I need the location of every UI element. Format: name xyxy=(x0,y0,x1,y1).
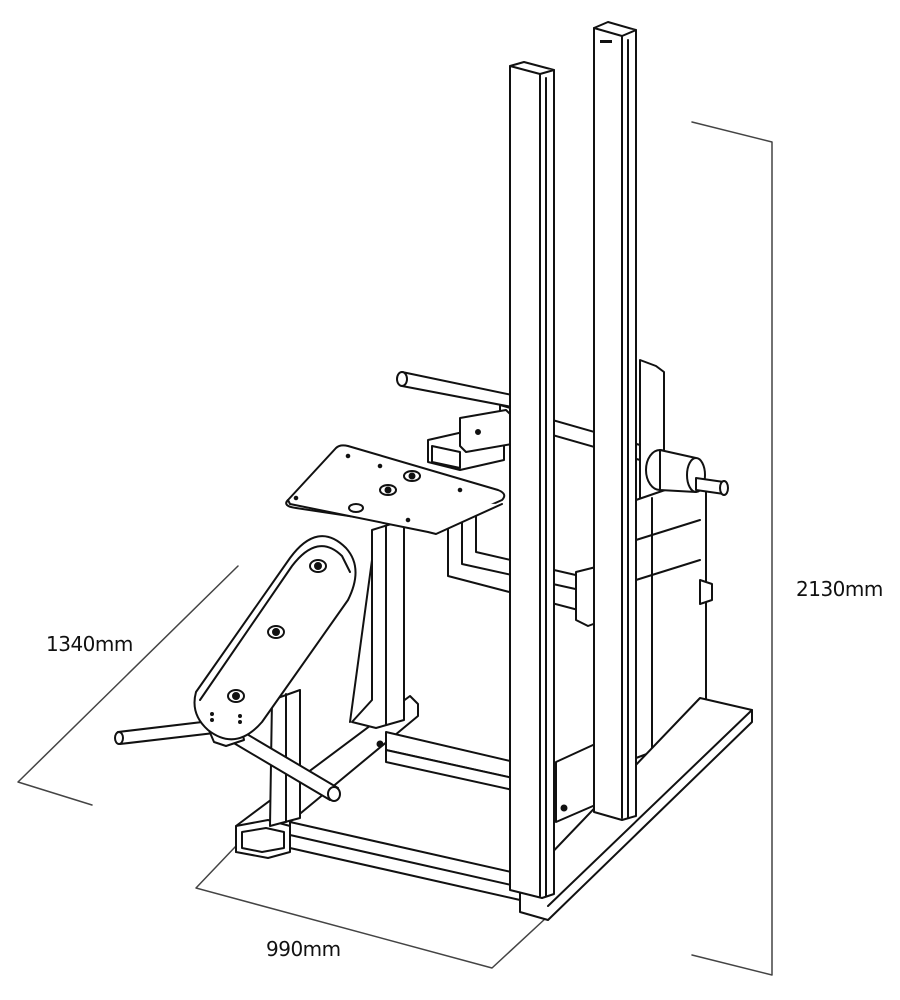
width-dimension-label: 990mm xyxy=(266,937,341,961)
seat-plate xyxy=(285,444,506,535)
rear-upright xyxy=(593,21,637,821)
rear-frame xyxy=(499,359,729,759)
height-dimension-line xyxy=(691,121,773,976)
dimension-lines xyxy=(17,121,773,976)
front-upright xyxy=(509,61,555,899)
back-pad xyxy=(193,535,357,741)
upright-bolts xyxy=(376,740,568,812)
height-dimension-label: 2130mm xyxy=(796,577,883,601)
width-dimension-line xyxy=(195,845,547,969)
depth-dimension-label: 1340mm xyxy=(46,632,133,656)
depth-dimension-line xyxy=(17,565,239,806)
base-frame xyxy=(235,695,753,921)
